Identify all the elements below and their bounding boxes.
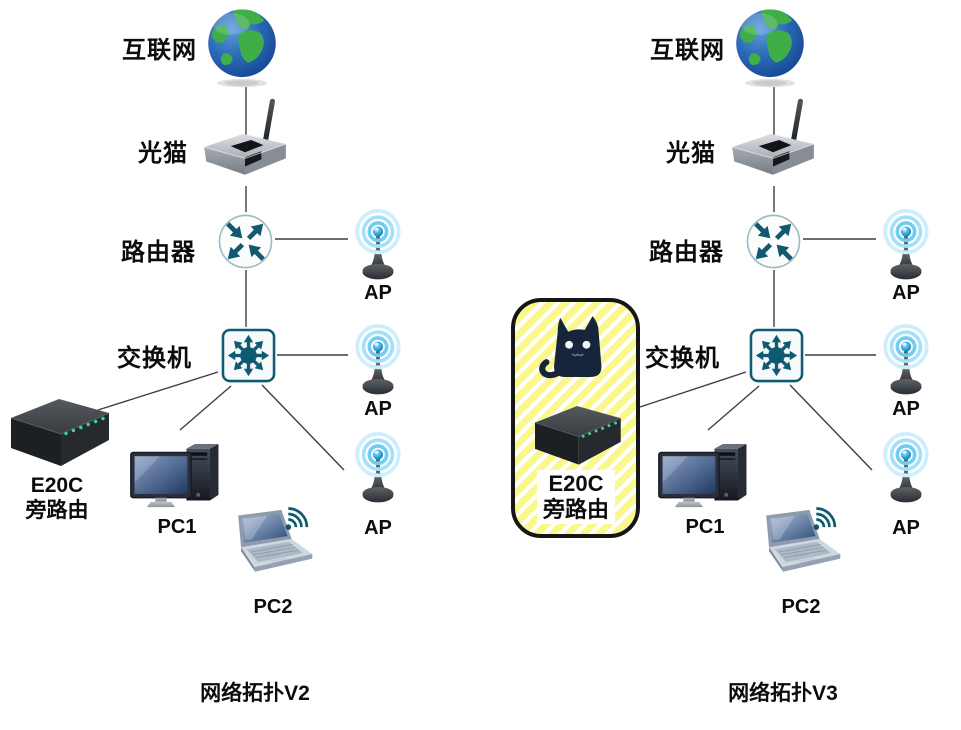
ap2-label: AP	[364, 398, 392, 420]
modem-icon	[198, 94, 292, 188]
router-label-v3: 路由器	[649, 239, 724, 266]
ap1-label: AP	[364, 282, 392, 304]
edge-v2-switch-e20c	[97, 371, 219, 411]
switch-icon	[221, 328, 276, 383]
e20c-device-icon	[3, 390, 115, 472]
e20c-label-v3-line1: E20C	[548, 471, 604, 496]
edge-v3-switch-e20c	[639, 371, 747, 408]
e20c-label: E20C 旁路由	[6, 473, 108, 523]
pc2-label: PC2	[253, 596, 293, 618]
ap2-icon	[351, 322, 405, 406]
internet-globe-icon	[205, 5, 279, 89]
modem-label: 光猫	[138, 140, 188, 167]
e20c-label-line2: 旁路由	[25, 499, 89, 522]
pc1-label: PC1	[157, 516, 197, 538]
pc1-icon	[128, 440, 226, 512]
ap1-icon-v3	[879, 207, 933, 291]
e20c-highlight-box: E20C 旁路由	[511, 298, 640, 538]
pc2-label-v3: PC2	[781, 596, 821, 618]
edge-v2-switch-pc1	[179, 385, 232, 431]
ap2-label-v3: AP	[892, 398, 920, 420]
internet-label: 互联网	[122, 37, 197, 64]
ap2-icon-v3	[879, 322, 933, 406]
switch-icon-v3	[749, 328, 804, 383]
switch-label-v3: 交换机	[645, 345, 720, 372]
e20c-label-v3: E20C 旁路由	[537, 470, 615, 524]
ap3-icon-v3	[879, 430, 933, 514]
e20c-label-line1: E20C	[30, 474, 84, 497]
e20c-label-v3-line2: 旁路由	[542, 497, 609, 522]
router-icon-v3	[745, 213, 802, 270]
ap1-label-v3: AP	[892, 282, 920, 304]
pc1-label-v3: PC1	[685, 516, 725, 538]
edge-v3-switch-pc1	[707, 385, 760, 431]
router-icon	[217, 213, 274, 270]
internet-label-v3: 互联网	[650, 37, 725, 64]
switch-label: 交换机	[117, 345, 192, 372]
diagram-title-v3: 网络拓扑V3	[728, 682, 838, 705]
edge-v3-switch-ap3	[789, 384, 873, 471]
ap3-icon	[351, 430, 405, 514]
e20c-device-icon-v3	[528, 398, 626, 470]
pc2-wifi-icon-v3	[810, 506, 837, 533]
ap1-icon	[351, 207, 405, 291]
diagram-title-v2: 网络拓扑V2	[200, 682, 310, 705]
internet-globe-icon-v3	[733, 5, 807, 89]
cat-icon	[535, 310, 617, 390]
modem-icon-v3	[726, 94, 820, 188]
ap3-label: AP	[364, 517, 392, 539]
ap3-label-v3: AP	[892, 517, 920, 539]
edge-v2-switch-ap3	[261, 384, 345, 471]
modem-label-v3: 光猫	[666, 140, 716, 167]
router-label: 路由器	[121, 239, 196, 266]
pc2-wifi-icon	[282, 506, 309, 533]
pc1-icon-v3	[656, 440, 754, 512]
